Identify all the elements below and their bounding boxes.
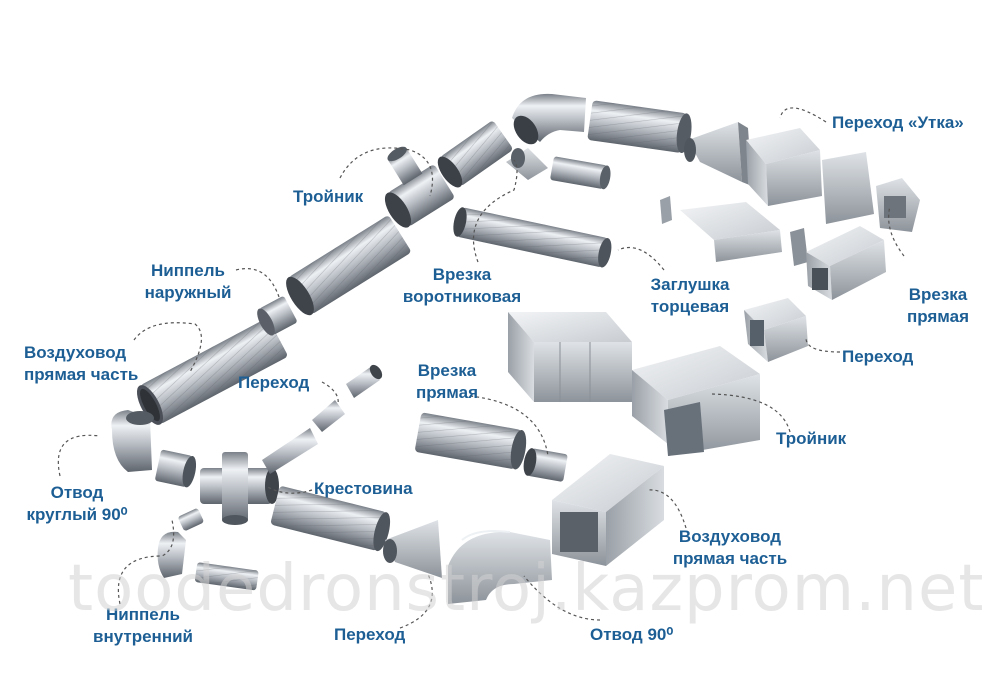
label-collar-tap: Врезка воротниковая (400, 264, 524, 308)
label-reducer-round: Переход (238, 373, 310, 392)
round-nipple-outer (257, 296, 297, 336)
round-duct-top-right (587, 100, 692, 154)
round-tee (384, 146, 454, 228)
label-tap-straight-mid: Врезка прямая (412, 360, 482, 404)
round-tap-straight-mid (415, 412, 527, 470)
label-nipple-outer-line1: Ниппель (151, 261, 225, 280)
round-coupling-left (155, 449, 197, 488)
round-duct-small (550, 156, 611, 190)
label-nipple-inner-line2: внутренний (93, 627, 193, 646)
leader-transition-right (805, 337, 841, 353)
label-transition-right: Переход (842, 347, 914, 366)
leader-duct-round (133, 322, 202, 373)
round-collar-tap (506, 148, 548, 180)
rect-tap-straight-right (806, 226, 886, 300)
round-duct-upper (286, 216, 411, 316)
label-tap-straight-right: Врезка прямая (902, 284, 974, 328)
label-end-cap: Заглушка торцевая (644, 274, 736, 318)
rect-elbow (448, 530, 552, 604)
label-collar-tap-line1: Врезка (432, 265, 492, 284)
label-transition-bottom: Переход (334, 625, 406, 644)
leader-end-cap (617, 246, 665, 271)
label-offset-duck: Переход «Утка» (832, 113, 964, 132)
rect-duct-bottom (552, 454, 664, 566)
label-duct-rect-line2: прямая часть (672, 549, 788, 568)
leader-tap-straight-mid (469, 395, 549, 457)
leader-elbow-rect (523, 575, 601, 621)
round-elbow-left (111, 410, 154, 472)
rect-offset-duck (746, 128, 920, 232)
round-nipple-inner-set (157, 508, 259, 591)
label-duct-round-line2: прямая часть (24, 365, 139, 384)
rect-tee (632, 346, 760, 456)
leader-elbow-round (57, 434, 101, 477)
leader-tap-right (888, 205, 905, 257)
round-elbow-top (512, 93, 586, 145)
leader-offset-duck (779, 107, 827, 123)
round-duct-middle (453, 207, 612, 268)
label-nipple-inner-line1: Ниппель (106, 605, 180, 624)
round-duct-straight-left (136, 318, 287, 425)
watermark-text: toodedronstroj.kazprom.net (68, 552, 983, 626)
label-tap-straight-mid-line1: Врезка (417, 361, 477, 380)
label-collar-tap-line2: воротниковая (402, 287, 522, 306)
round-to-rect-transition-top (684, 122, 752, 186)
rect-end-cap (660, 196, 808, 266)
label-tee-round: Тройник (293, 187, 364, 206)
label-tap-straight-mid-line2: прямая (415, 383, 479, 402)
leader-collar-tap (472, 159, 518, 263)
label-nipple-inner: Ниппель внутренний (84, 604, 202, 648)
leader-tee-rect (711, 393, 791, 433)
leader-duct-rect (647, 489, 687, 529)
round-duct-top (437, 121, 512, 188)
round-cross (200, 452, 279, 525)
label-elbow-rect: Отвод 90⁰ (590, 625, 674, 644)
label-cross: Крестовина (314, 479, 413, 498)
rect-duct-upper (508, 312, 632, 402)
label-tee-rect: Тройник (776, 429, 847, 448)
label-elbow-round-line1: Отвод (50, 483, 104, 502)
round-to-rect-transition-bottom (383, 520, 442, 578)
label-duct-rect-line1: Воздуховод (678, 527, 782, 546)
label-tap-straight-right-line2: прямая (906, 307, 970, 326)
leader-cross (265, 485, 313, 494)
rect-transition-right (744, 298, 808, 362)
label-nipple-outer: Ниппель наружный (128, 260, 248, 304)
round-reducer (262, 364, 383, 474)
rect-duct-mid (680, 202, 782, 262)
label-elbow-round: Отвод круглый 90⁰ (18, 482, 136, 526)
label-nipple-outer-line2: наружный (144, 283, 232, 302)
label-duct-round-line1: Воздуховод (24, 343, 127, 362)
round-coupling-mid (523, 448, 568, 482)
label-end-cap-line2: торцевая (650, 297, 730, 316)
leader-reducer-round (321, 381, 339, 405)
label-duct-round: Воздуховод прямая часть (24, 342, 138, 386)
leader-transition-bottom (399, 573, 433, 629)
label-end-cap-line1: Заглушка (650, 275, 730, 294)
label-duct-rect: Воздуховод прямая часть (668, 526, 792, 570)
label-elbow-round-line2: круглый 90⁰ (26, 505, 128, 524)
leader-lines (57, 107, 905, 629)
round-duct-bottom (271, 486, 391, 552)
label-tap-straight-right-line1: Врезка (908, 285, 968, 304)
